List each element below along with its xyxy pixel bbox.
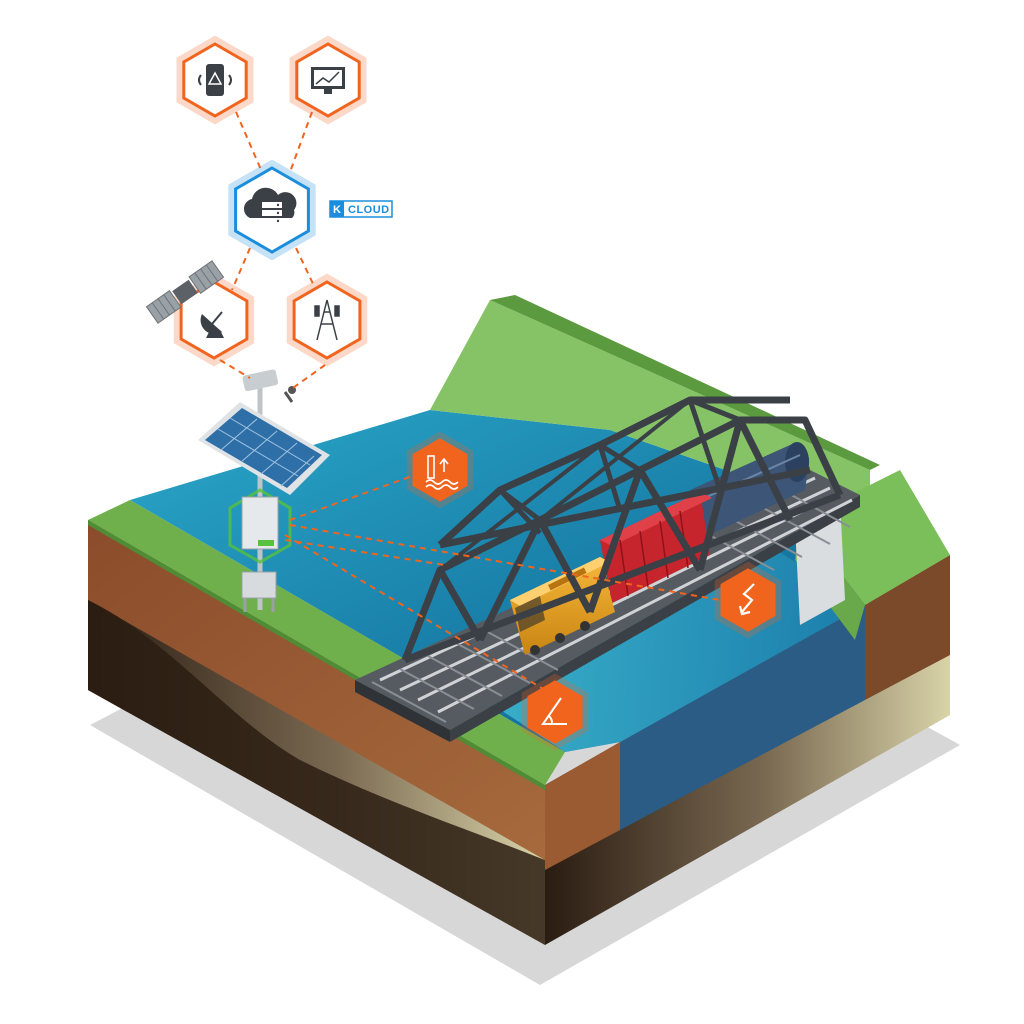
monitor-chart-icon (311, 67, 345, 94)
bridge-deck-side (355, 680, 450, 742)
bedrock-curve (88, 600, 545, 945)
tilt-sensor-node (521, 673, 589, 751)
cell-tower-node (286, 273, 368, 367)
water-level-sensor-node (406, 431, 474, 509)
mobile-alert-node (176, 35, 254, 125)
cell-tower-icon (314, 299, 340, 341)
sensor-enclosure-glow (228, 488, 292, 564)
tilt-angle-icon (541, 697, 567, 725)
kcloud-prefix: K (333, 204, 341, 216)
bridge-deck-front (450, 495, 860, 742)
phone-alert-icon (198, 64, 232, 96)
satellite-icon (145, 260, 225, 324)
battery-box (241, 571, 277, 599)
monitoring-station (198, 369, 330, 612)
truss-bridge (401, 396, 844, 664)
solar-panel (198, 402, 330, 495)
soil-right-layer (545, 742, 620, 870)
soil-right-bank (865, 555, 950, 700)
monitor-dashboard-node (289, 35, 367, 125)
water-edge-face (620, 605, 865, 830)
kcloud-name: CLOUD (348, 204, 390, 216)
grass-far-top (490, 295, 880, 470)
satellite-dish-node (173, 273, 255, 367)
connection-lines (219, 111, 721, 691)
kcloud-label: K CLOUD (329, 200, 393, 218)
satellite-dish-icon (200, 311, 224, 338)
water-level-icon (425, 455, 459, 490)
railway-sleepers (371, 490, 851, 723)
soil-left-layer (88, 520, 545, 860)
vibration-icon (738, 583, 755, 616)
cloud-server-node (228, 159, 316, 261)
cloud-server-icon (243, 187, 297, 224)
vibration-sensor-node (714, 561, 782, 639)
